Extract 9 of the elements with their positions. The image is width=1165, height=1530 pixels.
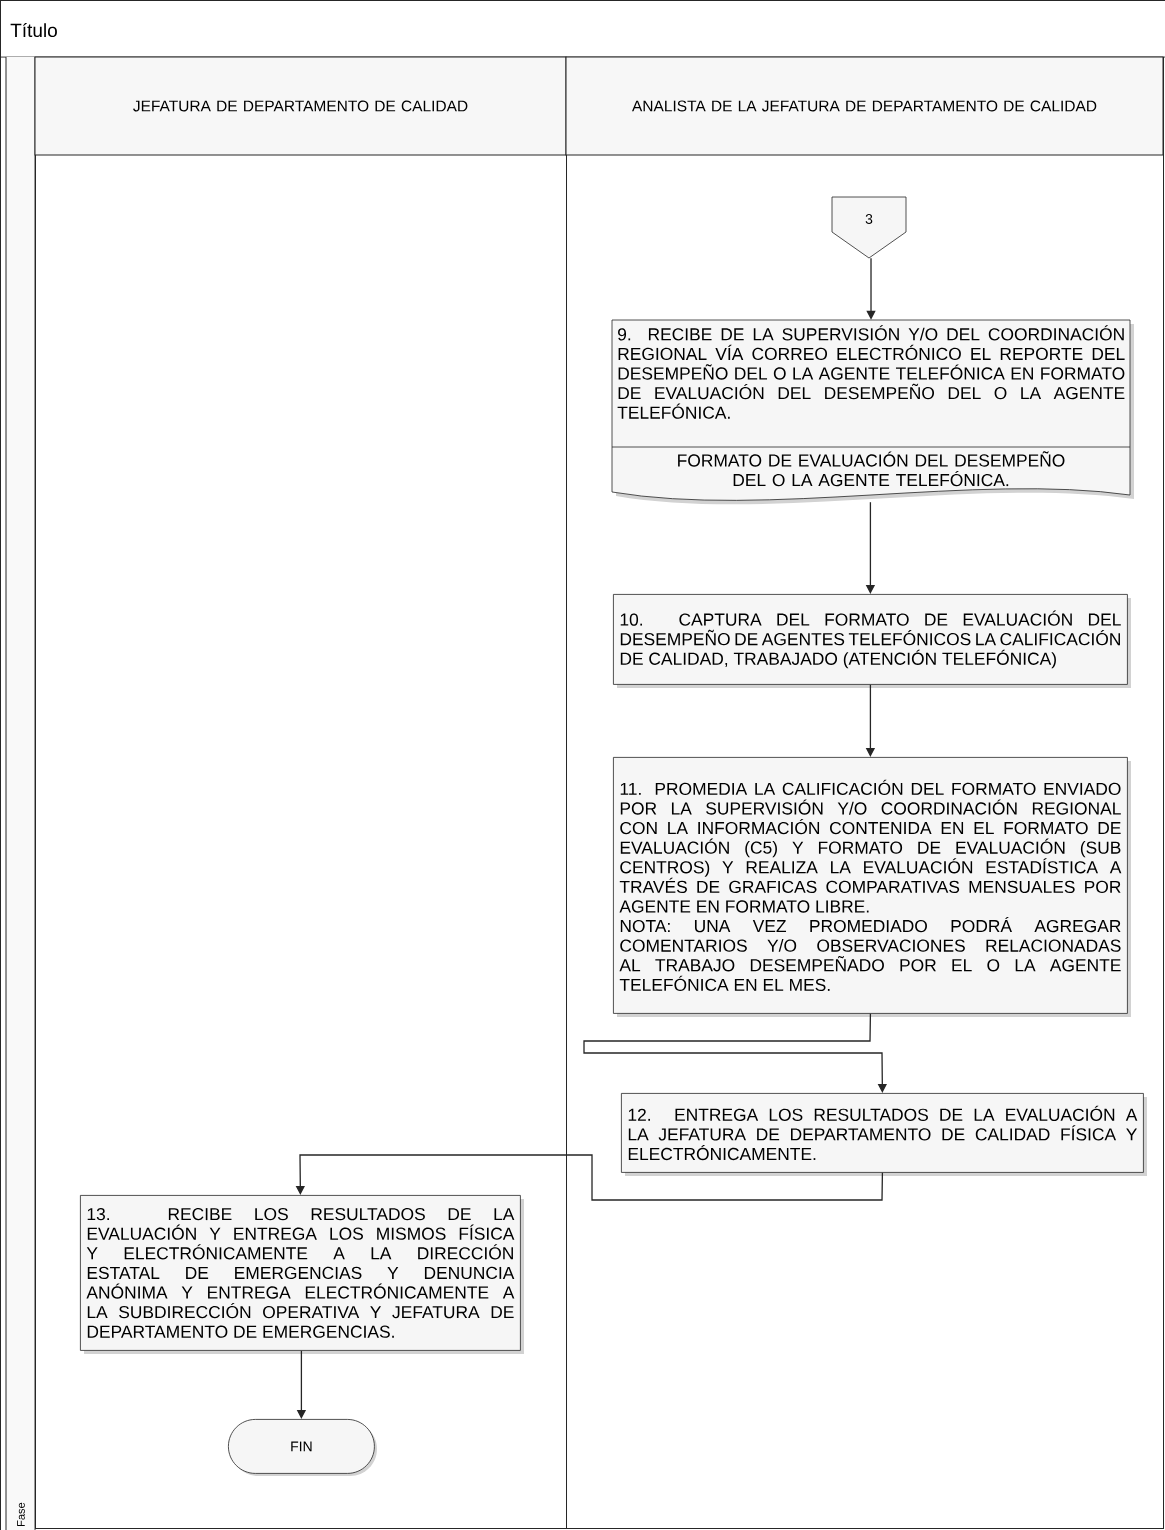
process-box: 13. RECIBE LOS RESULTADOS DE LA EVALUACIÓN Y ENTREGA LOS MISMOS FÍSICA Y ELECTRÓNICAMENTE A LA DIRECCIÓN ESTATAL DE EMERGENCIAS Y DENUNCIA ANÓNIMA Y ENTREGA ELECTRÓNICAMENTE A LA SUBDIRECCIÓN OPERATIVA Y JEFATURA DE DEPARTAMENTO DE EMERGENCIAS. [80,1195,524,1354]
process-box: 10. CAPTURA DEL FORMATO DE EVALUACIÓN DEL DESEMPEÑO DE AGENTES TELEFÓNICOS LA CALIFICACIÓN DE CALIDAD, TRABAJADO (ATENCIÓN TELEFÓNICA) [613,594,1131,688]
process-box: 11. PROMEDIA LA CALIFICACIÓN DEL FORMATO ENVIADO POR LA SUPERVISIÓN Y/O COORDINACIÓN REGIONAL CON LA INFORMACIÓN CONTENIDA EN EL FORMATO DE EVALUACIÓN (C5) Y FORMATO DE EVALUACIÓN (SUB CENTROS) Y REALIZA LA EVALUACIÓN ESTADÍSTICA A TRAVÉS DE GRAFICAS COMPARATIVAS MENSUALES POR AGENTE EN FORMATO LIBRE. NOTA: UNA VEZ PROMEDIADO PODRÁ AGREGAR COMENTARIOS Y/O OBSERVACIONES RELACIONADAS AL TRABAJO DESEMPEÑADO POR EL O LA AGENTE TELEFÓNICA EN EL MES. [613,757,1131,1017]
phase-label: Fase [17,1502,25,1526]
arrow [583,1013,887,1093]
document-box: 9. RECIBE DE LA SUPERVISIÓN Y/O DEL COORDINACIÓN REGIONAL VÍA CORREO ELECTRÓNICO EL REPORTE DEL DESEMPEÑO DEL O LA AGENTE TELEFÓNICA EN FORMATO DE EVALUACIÓN DEL DESEMPEÑO DEL O LA AGENTE TELEFÓNICA. FORMATO DE EVALUACIÓN DEL DESEMPEÑO DEL O LA AGENTE TELEFÓNICA. [611,319,1134,505]
terminal-box: FIN [228,1419,377,1476]
process-box: 12. ENTREGA LOS RESULTADOS DE LA EVALUACIÓN A LA JEFATURA DE DEPARTAMENTO DE CALIDAD FÍSICA Y ELECTRÓNICAMENTE. [621,1093,1147,1176]
off-page-connector: 3 [831,196,907,259]
